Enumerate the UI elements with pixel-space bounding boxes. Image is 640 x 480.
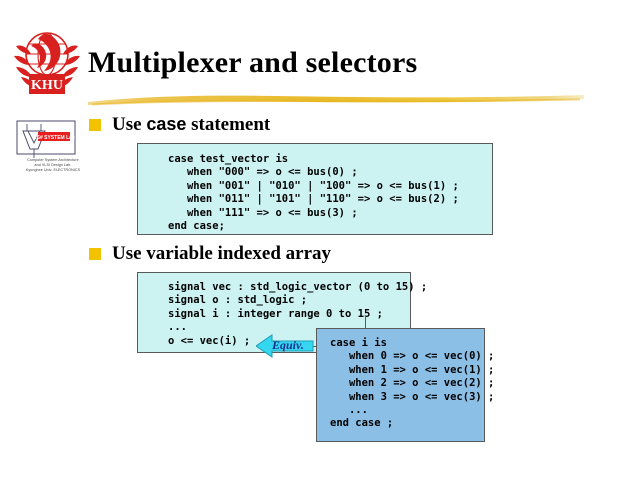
code-box-case-statement-text: case test_vector is when "000" => o <= b… bbox=[168, 153, 459, 233]
lab-caption-line-1: Computer System Architecture bbox=[27, 158, 79, 162]
slide-title: Multiplexer and selectors bbox=[88, 46, 418, 79]
bullet-square-icon bbox=[89, 118, 101, 131]
code-box-equivalent-case: case i is when 0 => o <= vec(0) ; when 1… bbox=[316, 328, 495, 442]
lab-logo: CS# SYSTEM Lab bbox=[14, 118, 90, 186]
bullet-1-suffix: statement bbox=[186, 114, 271, 135]
bullet-1-label: Use case statement bbox=[112, 114, 270, 135]
bullet-item-use-variable-indexed-array: Use variable indexed array bbox=[89, 243, 331, 264]
bullet-square-icon bbox=[89, 247, 101, 260]
equivalence-label: Equiv. bbox=[272, 338, 304, 352]
bullet-item-use-case-statement: Use case statement bbox=[89, 114, 270, 135]
equivalence-arrow-icon bbox=[256, 332, 314, 360]
code-box-equivalent-case-text: case i is when 0 => o <= vec(0) ; when 1… bbox=[330, 337, 495, 430]
connector-line-vertical bbox=[365, 316, 366, 329]
bullet-2-prefix: Use variable indexed array bbox=[112, 243, 332, 264]
code-box-case-statement: case test_vector is when "000" => o <= b… bbox=[137, 143, 493, 235]
title-underline-brushstroke bbox=[86, 93, 586, 107]
lab-caption-line-2: and VLSI Design Lab. bbox=[34, 163, 72, 168]
khu-university-logo: KHU bbox=[12, 24, 82, 96]
bullet-2-label: Use variable indexed array bbox=[112, 243, 331, 264]
lab-logo-badge-text: CS# SYSTEM Lab bbox=[33, 135, 75, 141]
bullet-1-prefix: Use bbox=[112, 114, 147, 135]
lab-logo-caption: Computer System Architecture and VLSI De… bbox=[13, 158, 93, 174]
khu-logo-text: KHU bbox=[31, 78, 63, 93]
code-box-signal-declarations-text: signal vec : std_logic_vector (0 to 15) … bbox=[168, 281, 428, 347]
lab-caption-line-3: Kyunghee Univ. ELECTRONICS bbox=[25, 168, 81, 173]
bullet-1-keyword: case bbox=[146, 114, 187, 134]
